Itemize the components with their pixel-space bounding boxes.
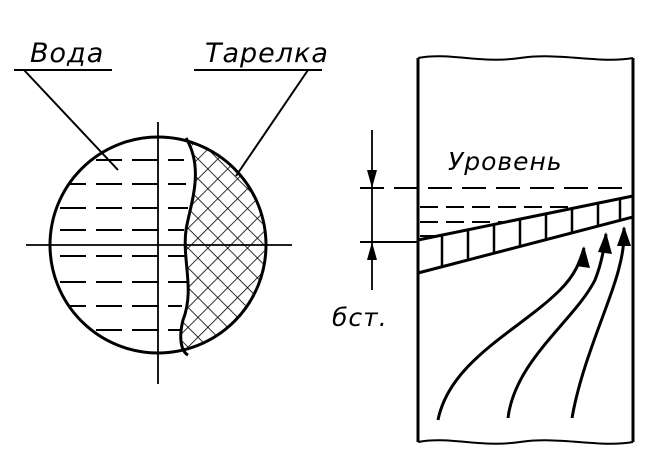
plate-label: Тарелка (205, 38, 329, 69)
column-section: Уровень бст. (332, 55, 635, 445)
water-label: Вода (30, 38, 104, 69)
level-label: Уровень (448, 147, 563, 176)
column-bottom-break (417, 439, 634, 445)
flow-arrow-1 (436, 247, 586, 421)
column-top-break (417, 55, 634, 61)
dimension-arrow-top (367, 170, 377, 188)
vapor-flow-arrowheads (576, 226, 631, 268)
cross-section: Вода Тарелка (14, 38, 329, 384)
tilted-plate-outline (416, 194, 635, 275)
delta-label: бст. (332, 303, 388, 332)
tilted-plate-cells (440, 199, 622, 267)
dimension-arrow-bottom (367, 242, 377, 260)
water-leader-line (23, 69, 119, 171)
water-plate-boundary (179, 137, 197, 357)
plate-leader-line (235, 69, 309, 177)
tilted-plate (416, 194, 635, 275)
flow-arrow-2 (506, 233, 608, 419)
